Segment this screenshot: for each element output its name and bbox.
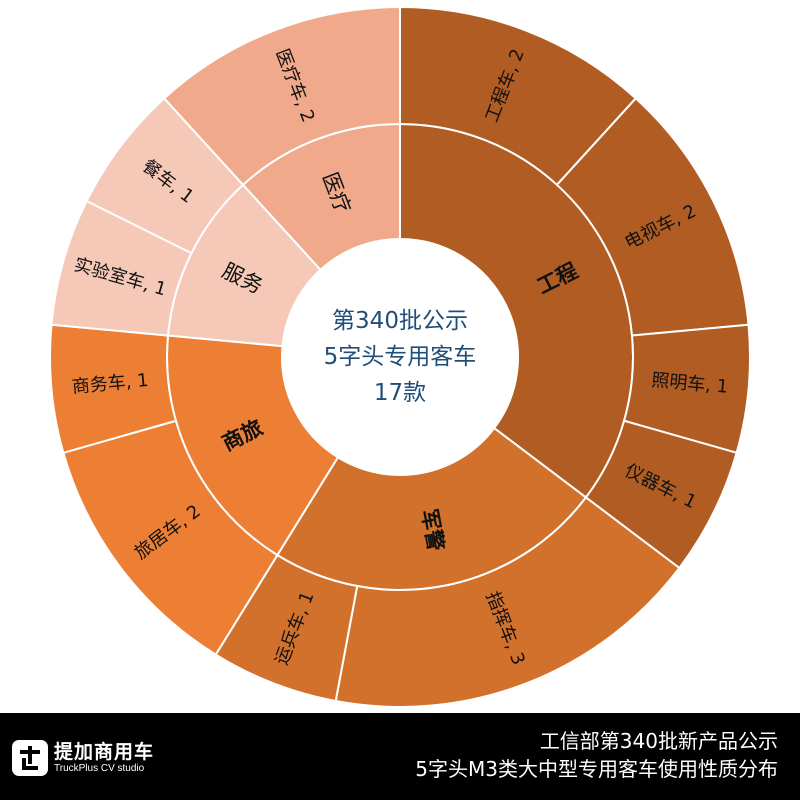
center-hole xyxy=(282,239,518,475)
caption-line1: 工信部第340批新产品公示 xyxy=(539,729,778,753)
caption-line2: 5字头M3类大中型专用客车使用性质分布 xyxy=(415,757,778,781)
logo-cn: 提加商用车 xyxy=(54,740,155,763)
center-text-line: 第340批公示 xyxy=(332,308,468,334)
outer-segment-4-0[interactable] xyxy=(162,5,401,187)
logo: 提加商用车 TruckPlus CV studio xyxy=(12,740,154,776)
center-text-line: 5字头专用客车 xyxy=(324,344,477,370)
footer-bar: 提加商用车 TruckPlus CV studio 工信部第340批新产品公示 … xyxy=(0,713,800,800)
truckplus-logo-icon xyxy=(12,740,48,776)
logo-en: TruckPlus CV studio xyxy=(54,762,145,774)
center-text-line: 17款 xyxy=(374,380,426,406)
